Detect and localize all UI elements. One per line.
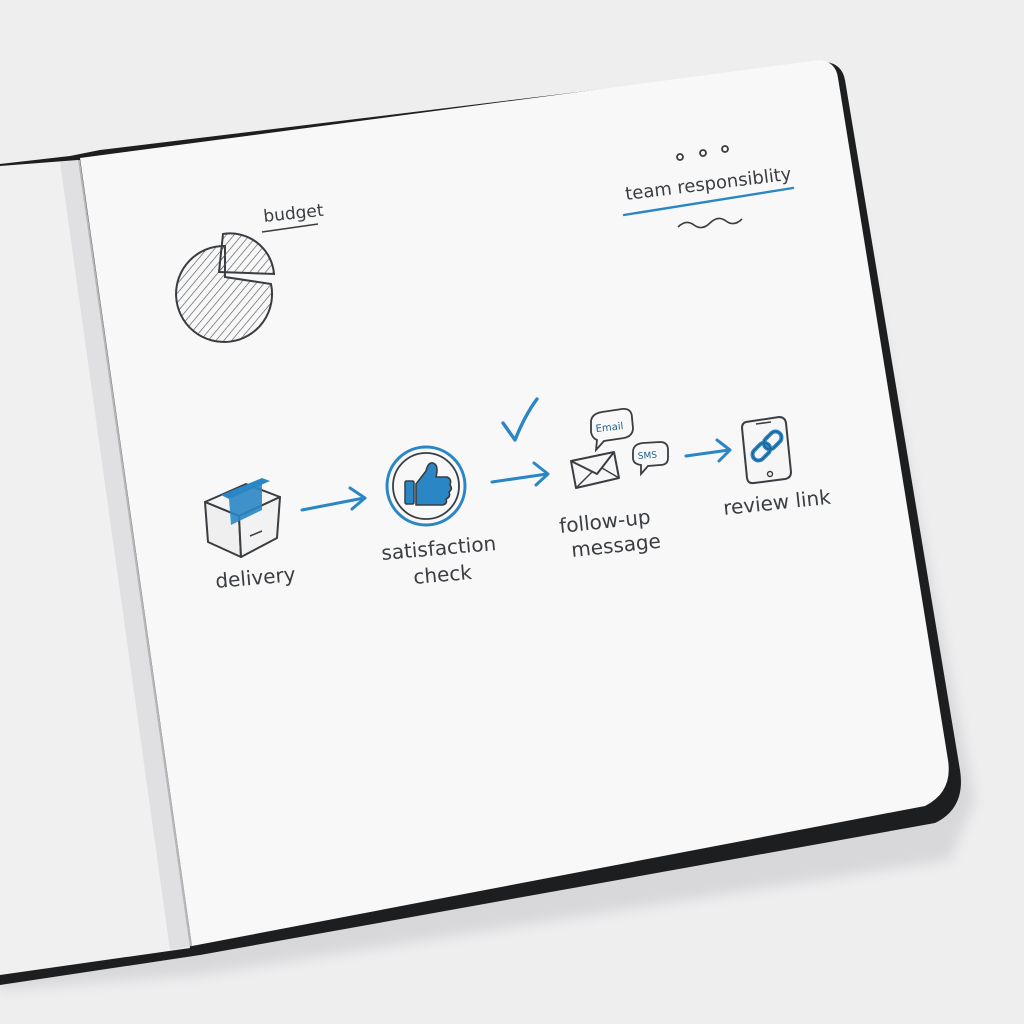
check-label: check (412, 560, 473, 589)
arrow-2 (490, 461, 550, 487)
thumbs-up-icon (385, 445, 467, 527)
checkmark-icon (501, 397, 539, 442)
arrow-1 (300, 486, 367, 512)
phone-link-icon (740, 415, 793, 485)
sms-bubble-label: SMS (638, 451, 658, 462)
envelope-icon (570, 451, 620, 489)
notebook-left-page (0, 160, 190, 975)
email-bubble-label: Email (595, 421, 624, 435)
notebook-right-page (80, 60, 949, 946)
email-bubble: Email (590, 408, 634, 453)
box-icon (204, 478, 281, 558)
pie-chart-icon (175, 232, 276, 343)
arrow-3 (684, 438, 732, 463)
sms-bubble: SMS (632, 441, 669, 477)
step-follow-up-message: Email SMS follow-up message (558, 408, 669, 562)
notebook-gutter-shade (60, 160, 192, 950)
